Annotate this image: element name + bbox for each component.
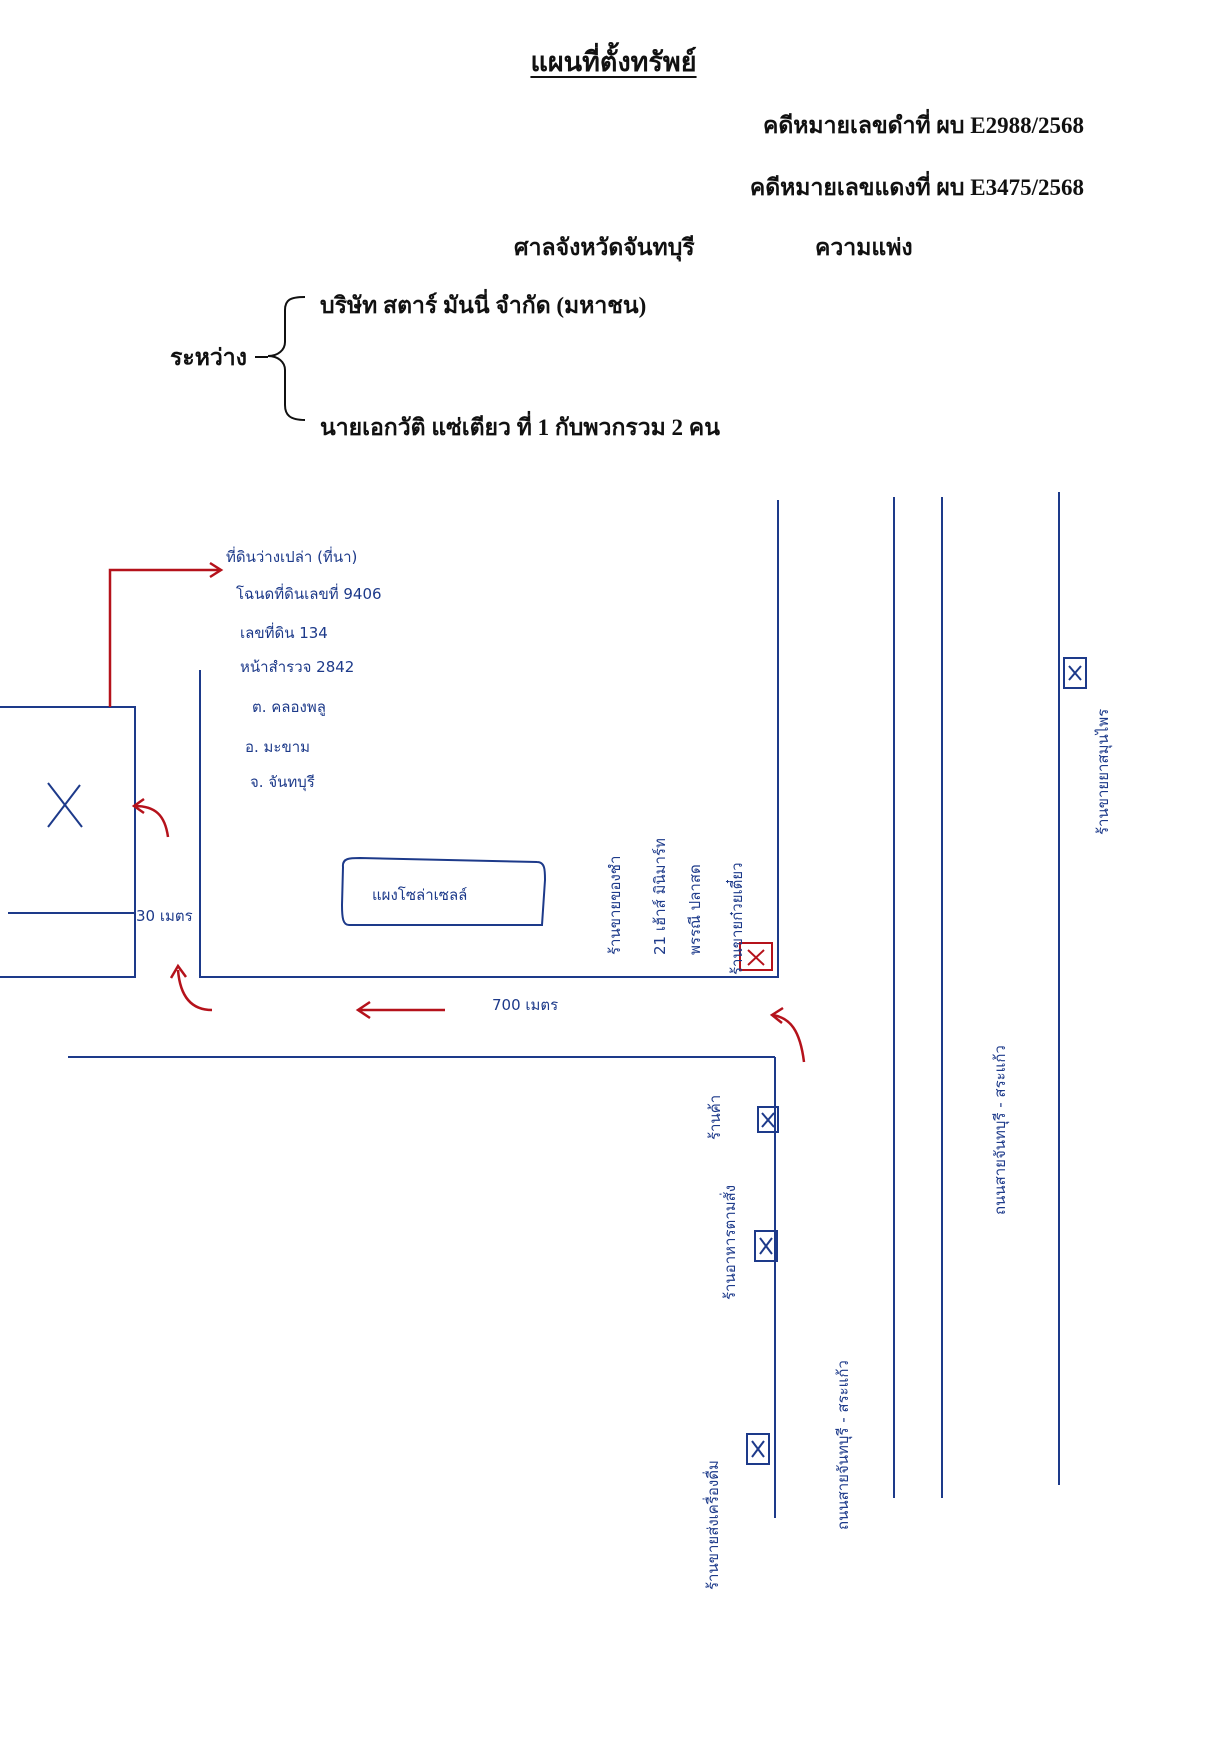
x-mark-icon bbox=[1068, 665, 1082, 681]
left-shop-label-3: ร้านขายส่งเครื่องดื่ม bbox=[702, 1460, 722, 1590]
brace bbox=[267, 296, 306, 421]
turn-arrow-icon bbox=[131, 797, 170, 838]
property-info-line: โฉนดที่ดินเลขที่ 9406 bbox=[236, 583, 382, 603]
property-parcel bbox=[199, 500, 779, 978]
solar-farm-box bbox=[340, 856, 547, 926]
route-arrow-icon bbox=[355, 1000, 445, 1020]
property-info-line: เลขที่ดิน 134 bbox=[240, 622, 328, 642]
x-mark-icon bbox=[761, 1112, 775, 1128]
x-mark-icon bbox=[759, 1237, 773, 1255]
property-info-line: ต. คลองพลู bbox=[252, 698, 326, 716]
left-shop-label-text: ร้านขายส่งเครื่องดื่ม bbox=[702, 1460, 722, 1590]
shop-marker-right bbox=[1063, 657, 1087, 689]
left-shop-label-text: ร้านอาหารตามสั่ง bbox=[719, 1185, 739, 1300]
left-shop-label-1: ร้านค้า bbox=[706, 1095, 724, 1140]
right-shop-label-text: ร้านขายยาสมุนไพร bbox=[1094, 709, 1113, 835]
left-building bbox=[0, 706, 136, 978]
highway-label-text: ถนนสายจันทบุรี - สระแก้ว bbox=[834, 1360, 853, 1530]
right-shop-label: ร้านขายยาสมุนไพร bbox=[1094, 709, 1113, 835]
distance-road-label: 700 เมตร bbox=[492, 996, 558, 1014]
plaintiff-name: บริษัท สตาร์ มันนี่ จำกัด (มหาชน) bbox=[320, 293, 647, 318]
solar-farm-label: แผงโซล่าเซลล์ bbox=[372, 886, 467, 904]
court-name: ศาลจังหวัดจันทบุรี bbox=[514, 235, 695, 260]
shop-marker-2 bbox=[754, 1230, 778, 1262]
property-info-line: จ. จันทบุรี bbox=[250, 773, 315, 792]
red-case-number: คดีหมายเลขแดงที่ ผบ E3475/2568 bbox=[749, 175, 1084, 200]
shop-marker-1 bbox=[757, 1106, 779, 1133]
highway-label-text: ถนนสายจันทบุรี - สระแก้ว bbox=[991, 1045, 1010, 1215]
pointer-arrow-icon bbox=[209, 561, 224, 579]
corner-shop-label-line: พรรณี ปลาสด bbox=[686, 864, 704, 955]
x-mark-icon bbox=[747, 949, 765, 966]
shop-marker-corner bbox=[739, 942, 773, 971]
corner-shop-label-line: 21 เฮ้าส์ มินิมาร์ท bbox=[651, 838, 669, 955]
turn-arrow-icon bbox=[769, 1006, 806, 1063]
property-info-line: ที่ดินว่างเปล่า (ที่นา) bbox=[226, 546, 357, 566]
property-info-line: อ. มะขาม bbox=[245, 738, 310, 756]
corner-shop-label: ร้านขายของชำ 21 เฮ้าส์ มินิมาร์ท พรรณี ป… bbox=[606, 838, 704, 955]
distance-side-label: 30 เมตร bbox=[136, 907, 193, 925]
shop-marker-3 bbox=[746, 1433, 770, 1465]
defendant-name: นายเอกวัติ แซ่เตียว ที่ 1 กับพวกรวม 2 คน bbox=[320, 415, 720, 440]
black-case-number: คดีหมายเลขดำที่ ผบ E2988/2568 bbox=[762, 113, 1084, 138]
between-label: ระหว่าง bbox=[170, 345, 247, 370]
pointer-line bbox=[108, 568, 220, 707]
page-title: แผนที่ตั้งทรัพย์ bbox=[530, 47, 697, 77]
highway-label-2: ถนนสายจันทบุรี - สระแก้ว bbox=[834, 1360, 853, 1530]
left-shop-label-text: ร้านค้า bbox=[706, 1095, 724, 1140]
left-shop-label-2: ร้านอาหารตามสั่ง bbox=[719, 1185, 739, 1300]
property-info: ที่ดินว่างเปล่า (ที่นา) โฉนดที่ดินเลขที่… bbox=[226, 546, 382, 792]
case-type: ความแพ่ง bbox=[815, 235, 913, 260]
corner-shop-label-2-text: ร้านขายก๋วยเตี๋ยว bbox=[725, 862, 746, 975]
turn-arrow-icon bbox=[169, 963, 213, 1012]
corner-shop-label-line: ร้านขายของชำ bbox=[606, 856, 624, 955]
x-mark-icon bbox=[47, 782, 83, 828]
x-mark-icon bbox=[751, 1440, 765, 1458]
corner-shop-label-2: ร้านขายก๋วยเตี๋ยว bbox=[725, 862, 746, 975]
highway-label: ถนนสายจันทบุรี - สระแก้ว bbox=[991, 1045, 1010, 1215]
property-info-line: หน้าสำรวจ 2842 bbox=[240, 658, 354, 676]
